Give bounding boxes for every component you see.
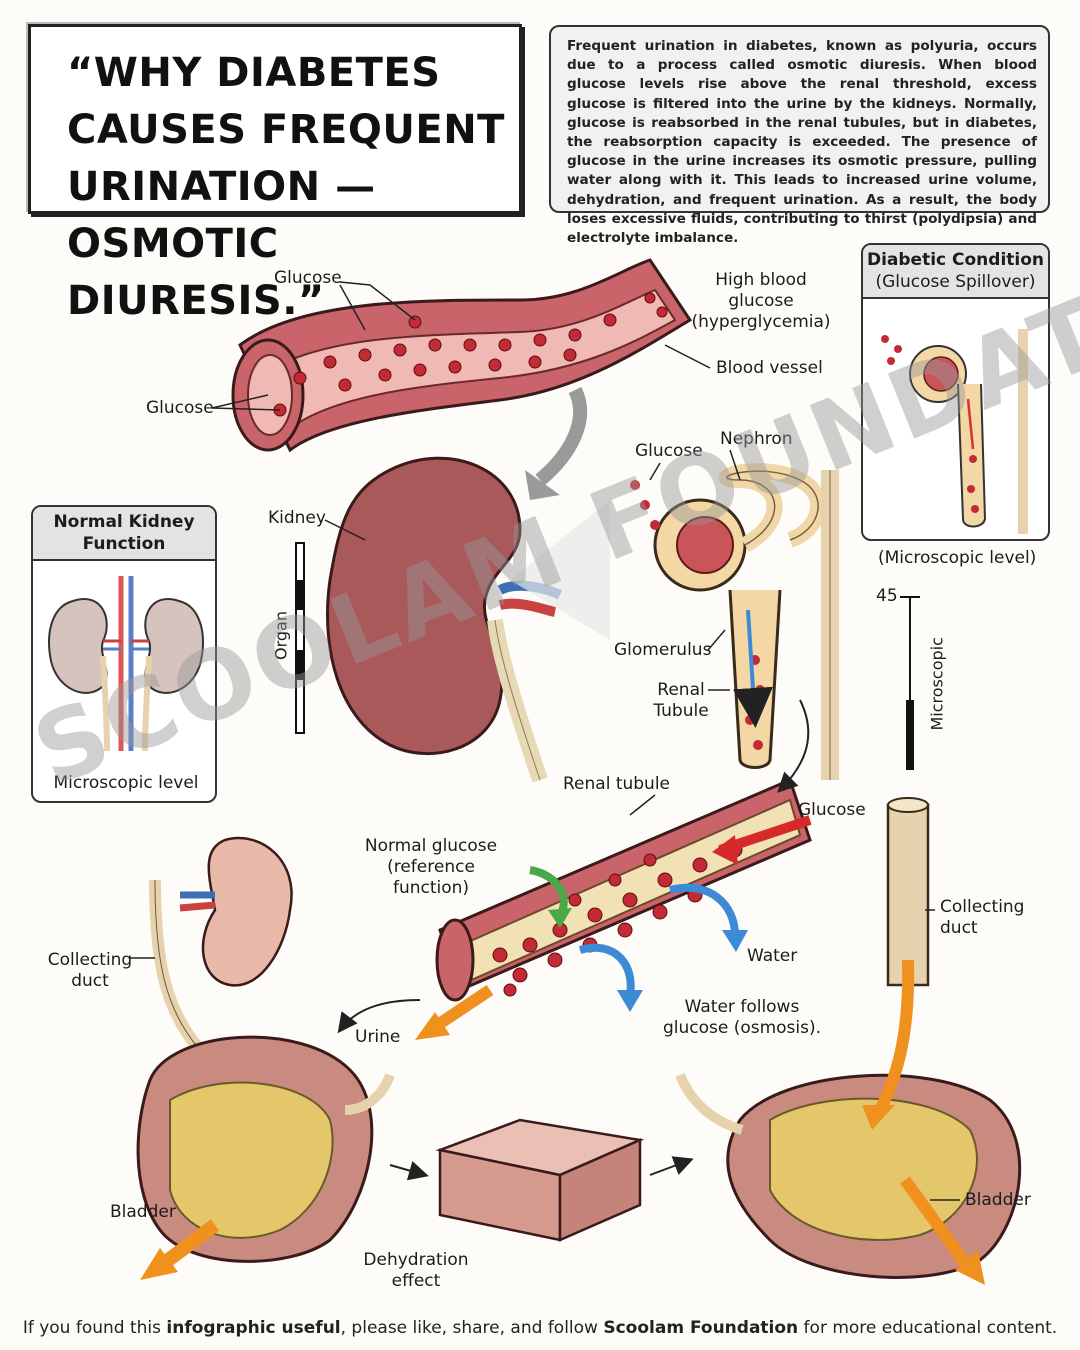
label-collecting-duct-right: Collecting duct (940, 897, 1025, 938)
page-title: “WHY DIABETES CAUSES FREQUENT URINATION … (67, 50, 505, 324)
intro-text: Frequent urination in diabetes, known as… (567, 38, 1037, 247)
label-water: Water (747, 946, 798, 966)
label-collecting-duct-left: Collecting duct (47, 950, 133, 991)
collecting-duct-right (886, 797, 930, 987)
label-normal-glucose: Normal glucose (reference function) (364, 836, 498, 898)
footer-bold-2: Scoolam Foundation (603, 1318, 799, 1338)
renal-tubule (435, 777, 812, 1002)
footer-text-2: , please like, share, and follow (340, 1318, 604, 1338)
label-microscopic-scale: Microscopic (927, 637, 947, 731)
blood-vessel (231, 258, 693, 453)
label-high-blood-glucose: High blood glucose (hyperglycemia) (691, 270, 831, 332)
label-glucose-left: Glucose (146, 398, 214, 418)
footer: If you found this infographic useful, pl… (0, 1318, 1080, 1338)
footer-bold-1: infographic useful (166, 1318, 341, 1338)
label-kidney: Kidney (268, 508, 326, 528)
dehydration-cube (435, 1118, 645, 1242)
diabetic-panel-header: Diabetic Condition (Glucose Spillover) (863, 245, 1048, 299)
label-water-follows: Water follows glucose (osmosis). (662, 997, 822, 1038)
kidney (326, 456, 563, 783)
normal-kidney-illustration (48, 576, 204, 752)
label-bladder-right: Bladder (965, 1190, 1031, 1210)
bladder-left (136, 1035, 395, 1263)
footer-text-3: for more educational content. (798, 1318, 1058, 1338)
title-box: “WHY DIABETES CAUSES FREQUENT URINATION … (28, 24, 522, 324)
label-nephron: Nephron (720, 429, 793, 449)
label-glucose-nephron: Glucose (635, 441, 703, 461)
microscopic-scale-bar (900, 596, 920, 770)
diabetic-panel-subtitle: (Glucose Spillover) (875, 272, 1036, 292)
label-glucose-top: Glucose (274, 268, 342, 288)
label-organ-scale: Organ (271, 611, 291, 660)
normal-panel-header: Normal Kidney Function (33, 507, 215, 561)
normal-panel-title: Normal Kidney Function (53, 512, 195, 554)
label-glomerulus: Glomerulus (614, 640, 712, 660)
label-dehydration: Dehydration effect (363, 1250, 469, 1291)
label-urine: Urine (355, 1027, 401, 1047)
organ-scale-bar (295, 542, 305, 734)
diabetic-condition-panel: Diabetic Condition (Glucose Spillover) (… (861, 243, 1050, 541)
label-scale-value: 45 (876, 586, 898, 606)
label-glucose-arrow: Glucose (798, 800, 866, 820)
diabetic-nephron-illustration (881, 329, 1028, 534)
diabetic-panel-caption-outside: (Microscopic level) (878, 548, 1037, 568)
diabetic-panel-title: Diabetic Condition (866, 250, 1045, 270)
label-renal-tubule-small: Renal Tubule (653, 680, 709, 721)
intro-box: Frequent urination in diabetes, known as… (549, 25, 1050, 246)
small-kidney (149, 836, 293, 1054)
normal-kidney-panel: Normal Kidney Function Microscopic level (31, 505, 217, 803)
label-blood-vessel: Blood vessel (716, 358, 823, 378)
normal-panel-caption: Microscopic level (53, 773, 199, 793)
nephron (630, 463, 839, 780)
label-renal-tubule: Renal tubule (563, 774, 671, 794)
footer-text-1: If you found this (22, 1318, 167, 1338)
label-bladder-left: Bladder (110, 1202, 176, 1222)
bladder-right (675, 1073, 1022, 1279)
